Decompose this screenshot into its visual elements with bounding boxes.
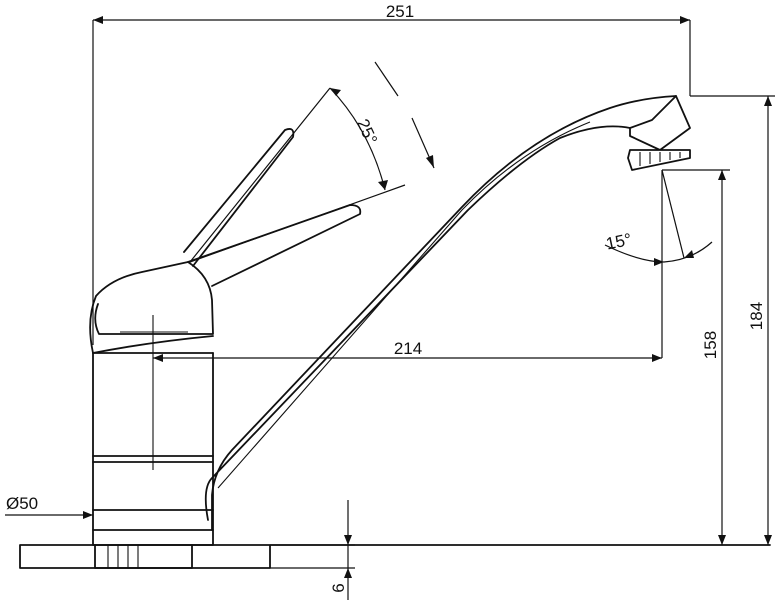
dimension-spout-angle: 15°	[604, 169, 713, 266]
dimension-base-diameter: Ø50	[5, 494, 93, 519]
mounting-stud	[107, 545, 139, 568]
dimension-label-spout-height: 158	[701, 331, 720, 359]
dimension-label-spout-reach: 214	[394, 339, 422, 358]
dimension-overall-width: 251	[92, 2, 691, 345]
dimension-label-spout-angle: 15°	[604, 230, 633, 254]
dimension-label-lever-angle: 25°	[353, 116, 381, 147]
dimension-overall-height: 184	[690, 95, 775, 545]
dimension-label-overall-width: 251	[386, 2, 414, 21]
lever-cap	[89, 261, 214, 354]
lever-handle-raised	[183, 128, 295, 267]
spout	[204, 95, 677, 531]
dimension-label-base-diameter: Ø50	[6, 494, 38, 513]
dimension-mount-thickness: 6	[270, 500, 355, 600]
body-band-lower	[92, 509, 214, 531]
center-lines	[120, 315, 188, 470]
mounting-base	[94, 544, 193, 569]
spout-inner-line	[217, 121, 591, 489]
dimension-label-overall-height: 184	[747, 302, 766, 330]
dimension-spout-reach: 214	[153, 170, 663, 362]
aerator-grooves	[639, 152, 681, 166]
dimension-label-mount-thickness: 6	[329, 583, 348, 592]
body-cylinder	[92, 352, 214, 546]
dimension-spout-height: 158	[662, 169, 730, 545]
aerator	[627, 95, 691, 171]
countertop	[19, 544, 771, 569]
dimension-lever-angle: 25°	[189, 61, 435, 263]
lever-cap-base	[92, 335, 214, 354]
